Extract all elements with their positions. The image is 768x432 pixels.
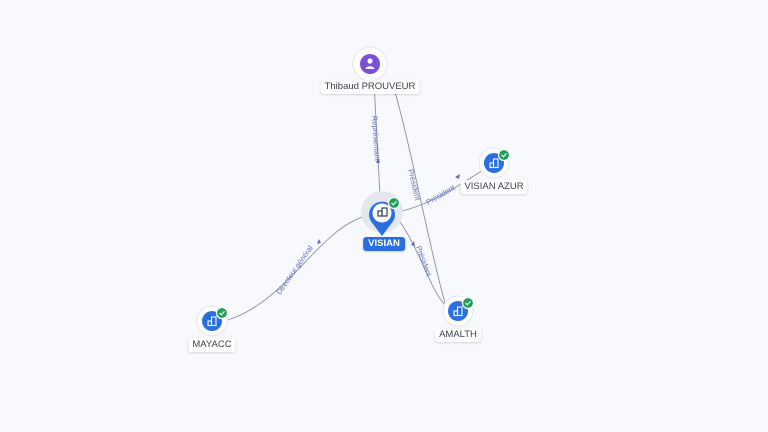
building-icon <box>453 306 463 317</box>
arrow-mayacc-visian <box>317 239 321 244</box>
person-icon <box>365 58 375 69</box>
arrow-visian-azur <box>455 174 460 179</box>
node-label-thibaud-prouveur[interactable]: Thibaud PROUVEUR <box>320 80 420 94</box>
edge-label-visian-amalth: Président <box>414 245 434 279</box>
edge-label-thibaud-visian: Représentant <box>370 116 382 162</box>
arrow-visian-amalth <box>411 241 415 246</box>
node-mayacc[interactable] <box>196 305 229 337</box>
node-visian-azur[interactable] <box>478 147 511 179</box>
edge-arrows <box>317 158 460 246</box>
building-icon <box>377 207 388 217</box>
verified-check-icon <box>387 196 401 210</box>
edge-thibaud-visian[interactable] <box>373 81 381 197</box>
node-label-visian[interactable]: VISIAN <box>363 237 405 251</box>
node-amalth[interactable] <box>442 295 475 327</box>
node-label-mayacc[interactable]: MAYACC <box>188 338 236 352</box>
node-thibaud-prouveur[interactable] <box>352 46 388 82</box>
verified-check-icon <box>215 306 229 320</box>
edge-label-thibaud-amalth: Président <box>406 168 423 202</box>
edge-visian-visian-azur[interactable] <box>397 167 487 213</box>
edges <box>227 81 487 321</box>
edge-visian-amalth[interactable] <box>399 221 447 307</box>
verified-check-icon <box>461 296 475 310</box>
node-label-visian-azur[interactable]: VISIAN AZUR <box>460 180 528 194</box>
edge-label-visian-visian-azur: Président <box>425 183 458 207</box>
verified-check-icon <box>497 148 511 162</box>
edge-mayacc-visian[interactable] <box>227 214 371 321</box>
building-icon <box>489 158 499 169</box>
node-visian[interactable] <box>361 191 403 236</box>
building-icon <box>207 316 217 327</box>
node-label-amalth[interactable]: AMALTH <box>435 328 481 342</box>
edge-thibaud-amalth[interactable] <box>391 81 446 304</box>
arrow-thibaud-visian <box>376 158 380 163</box>
edge-label-mayacc-visian: Directeur général <box>274 244 315 297</box>
